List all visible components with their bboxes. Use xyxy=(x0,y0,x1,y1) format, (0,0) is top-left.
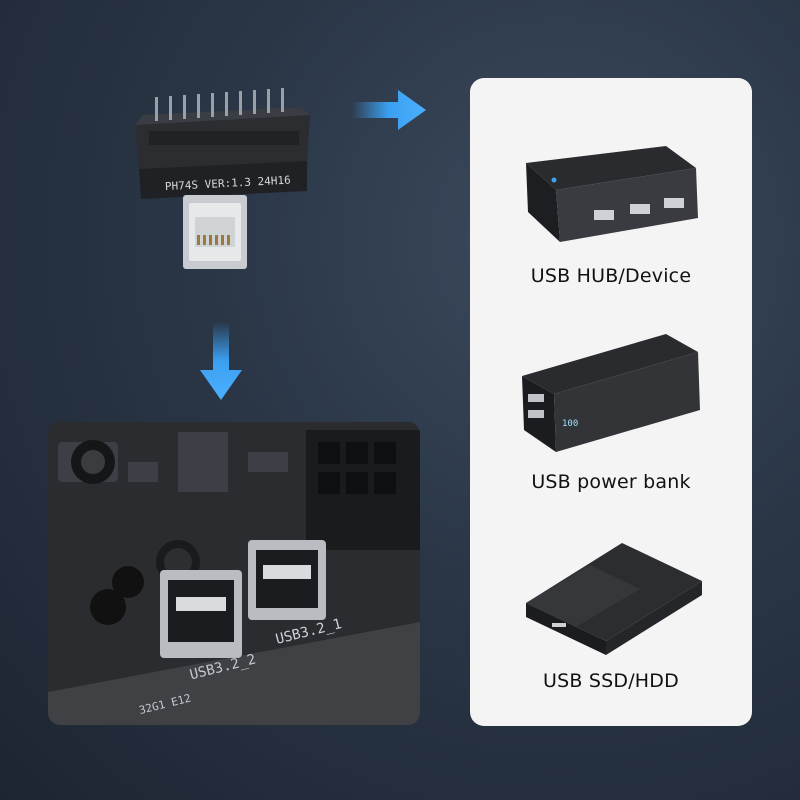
motherboard-image: USB3.2_2 USB3.2_1 32G1 E12 xyxy=(48,422,420,725)
ssd-hdd-icon xyxy=(526,543,702,655)
power-bank-display: 100 xyxy=(562,419,578,429)
usb-adapter-image: PH74S VER:1.3 24H16 xyxy=(135,88,310,269)
devices-panel: USB HUB/Device 100 USB power bank USB SS… xyxy=(470,78,752,726)
arrow-down-icon xyxy=(200,322,242,400)
arrow-right-icon xyxy=(352,90,426,130)
device-label-ssd: USB SSD/HDD xyxy=(543,670,679,692)
device-label-power-bank: USB power bank xyxy=(531,471,691,493)
usb-hub-icon xyxy=(526,146,698,242)
device-label-hub: USB HUB/Device xyxy=(530,265,692,287)
power-bank-icon: 100 xyxy=(522,334,700,452)
